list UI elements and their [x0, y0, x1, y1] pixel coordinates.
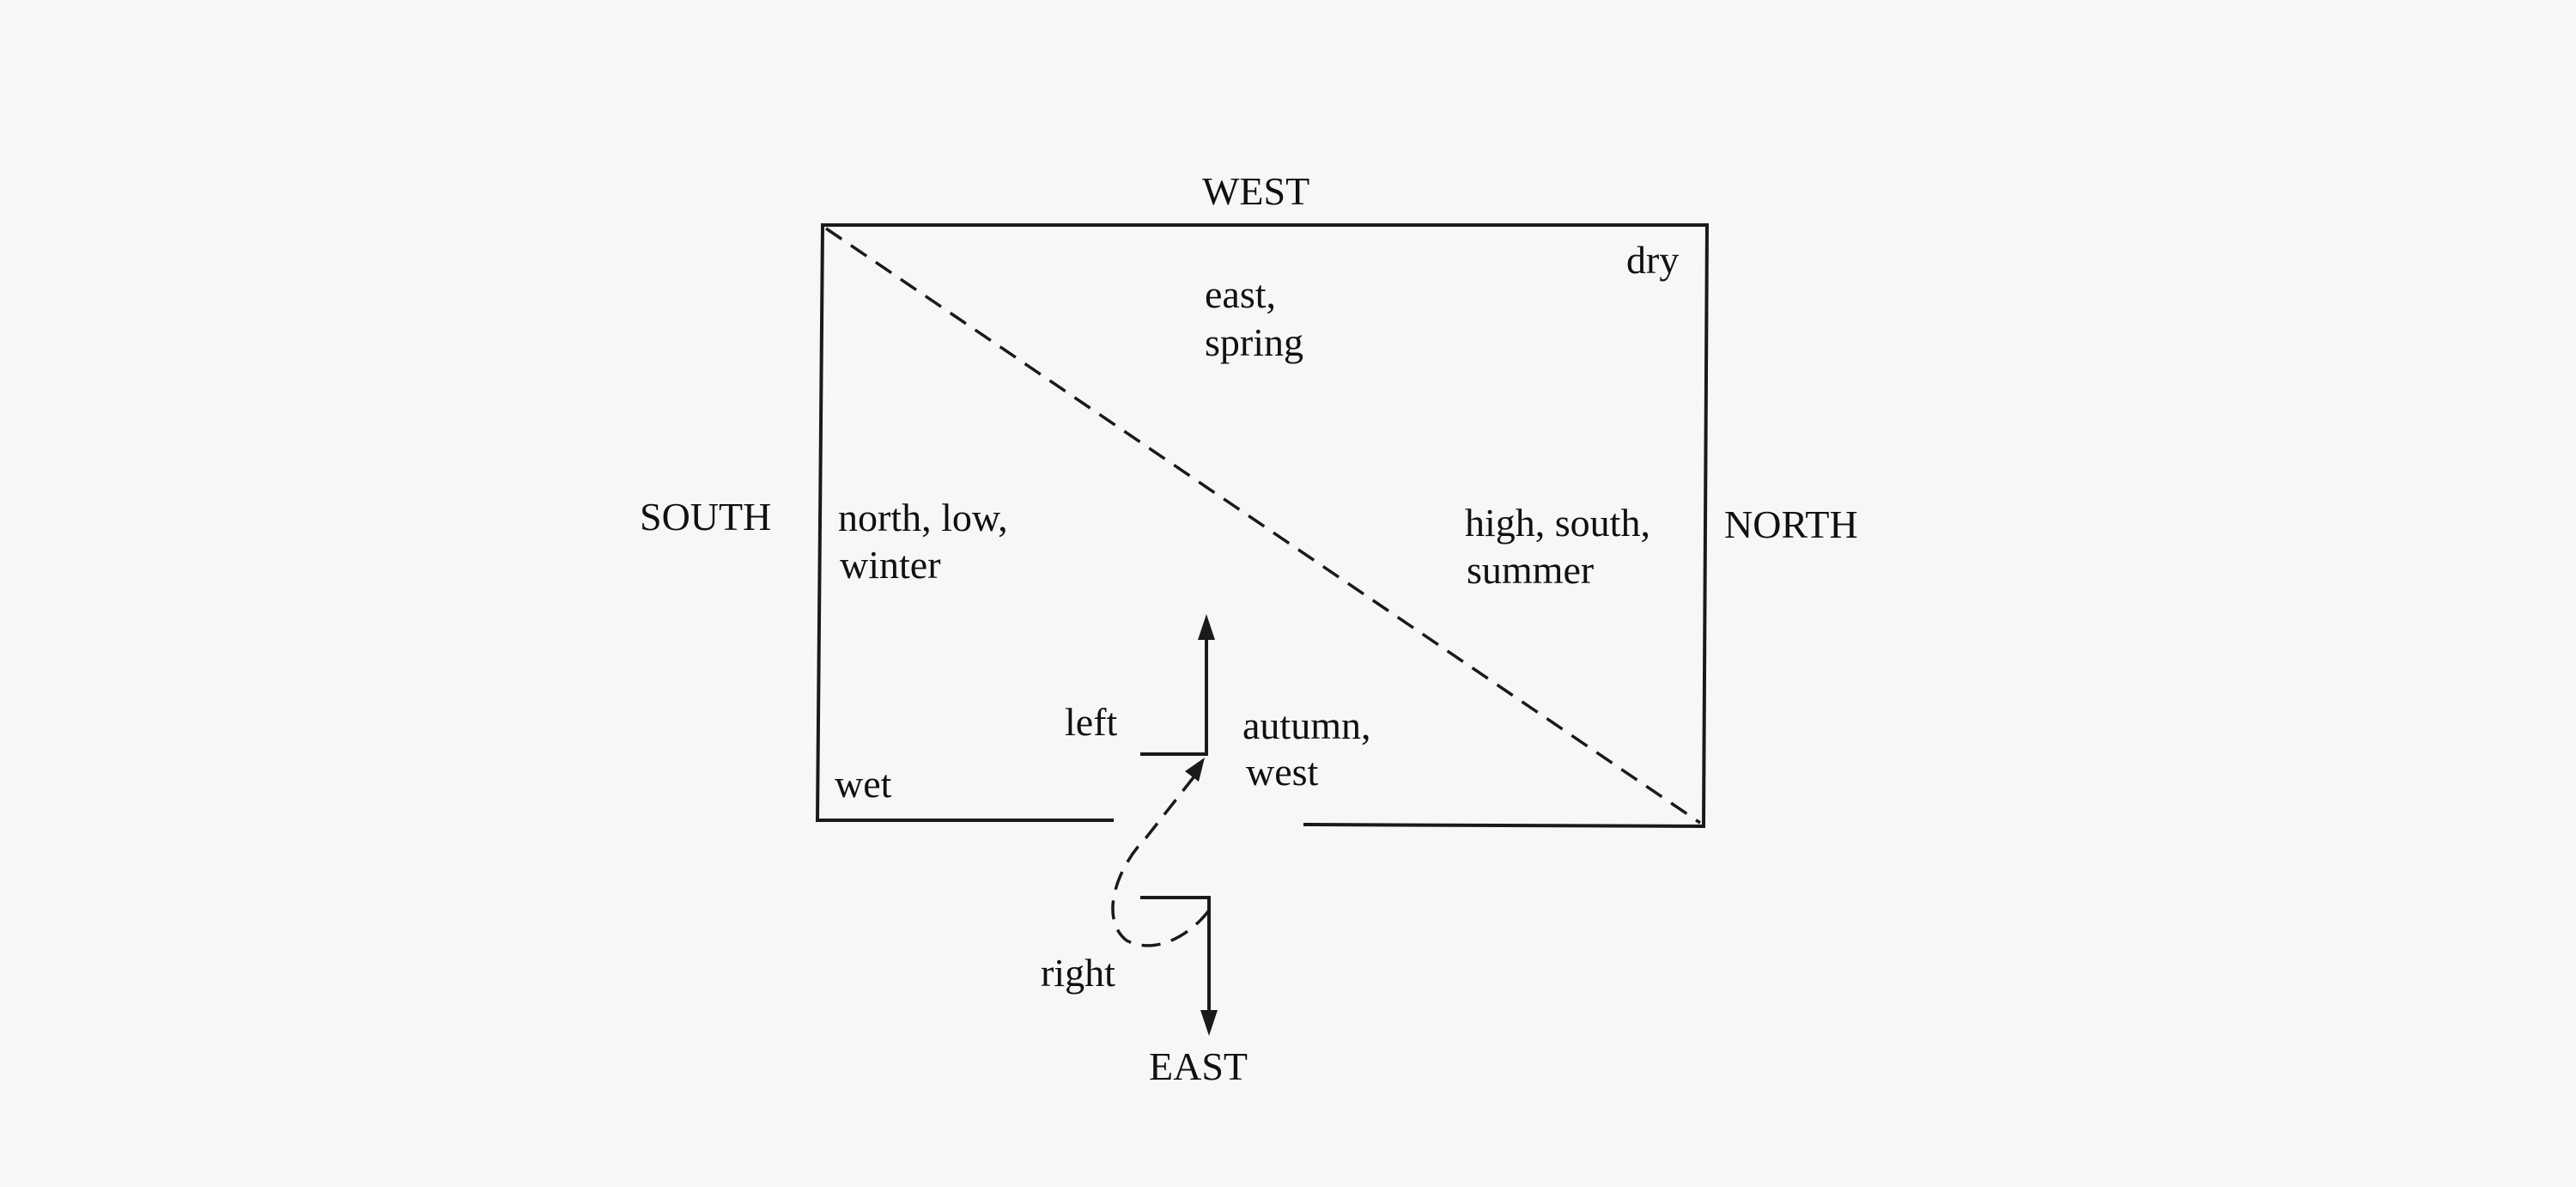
label-east: EAST [1149, 1044, 1248, 1088]
label-west: WEST [1202, 169, 1309, 213]
region-right-line2: summer [1467, 548, 1594, 592]
box-bottom-edge-right [1303, 822, 1706, 829]
region-upper-line1: east, [1205, 272, 1276, 316]
entry-curve-path [1111, 776, 1211, 947]
region-right-line1: high, south, [1465, 501, 1650, 545]
curve-arrow-icon [1185, 758, 1205, 782]
label-right-turn: right [1041, 951, 1115, 995]
label-south: SOUTH [640, 495, 771, 539]
up-arrow-icon [1198, 614, 1215, 640]
label-left-turn: left [1065, 700, 1118, 744]
region-left-line2: winter [840, 543, 941, 587]
region-upper-line2: spring [1205, 320, 1303, 364]
box-right-edge [1701, 222, 1710, 829]
label-north: NORTH [1724, 502, 1858, 546]
region-lower-line2: west [1246, 750, 1319, 794]
region-lower-line1: autumn, [1242, 703, 1370, 747]
down-arrow-icon [1200, 1010, 1218, 1036]
region-left-line1: north, low, [838, 496, 1008, 539]
label-dry: dry [1626, 238, 1679, 282]
diagonal-divider [825, 227, 1701, 825]
box-left-edge [815, 222, 825, 823]
label-wet: wet [835, 762, 892, 806]
